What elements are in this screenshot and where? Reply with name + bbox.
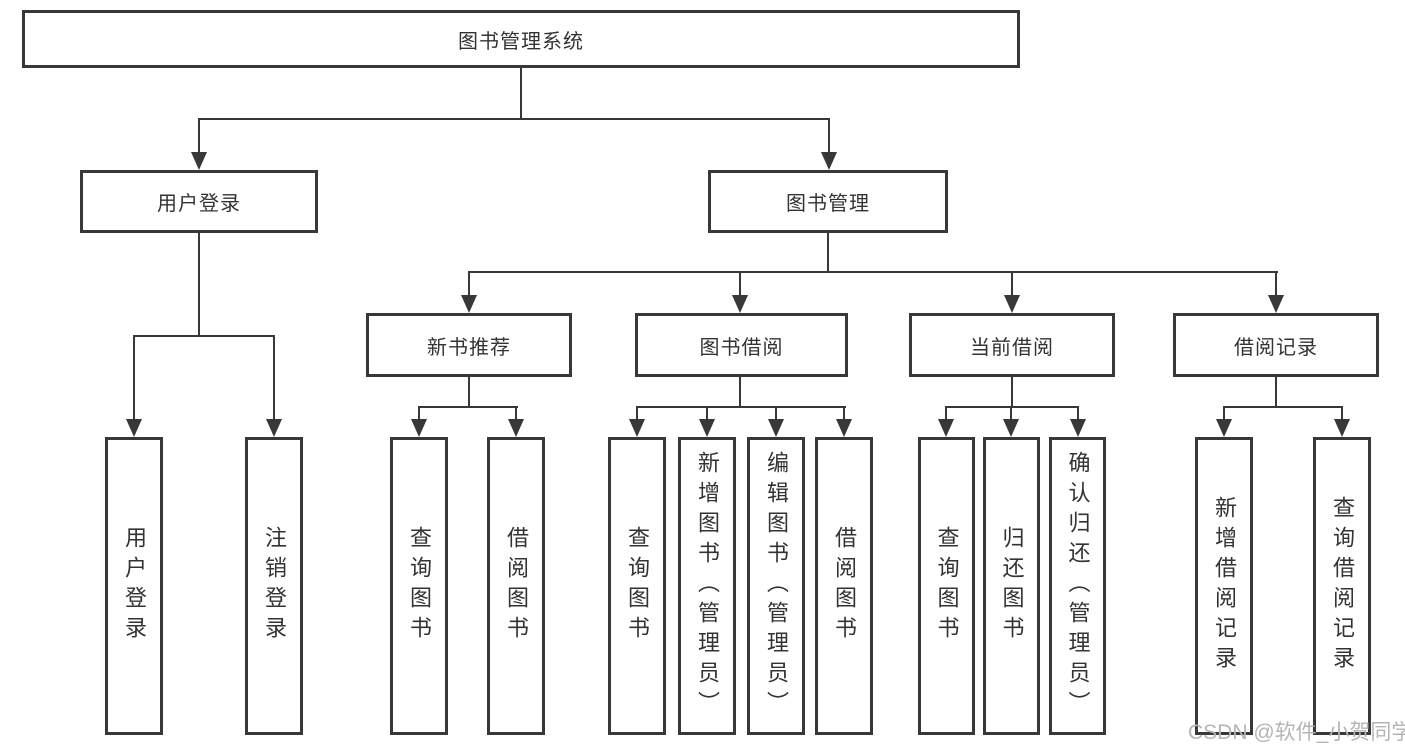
- arrow-down-icon: [821, 152, 837, 170]
- connector-line: [1077, 406, 1079, 422]
- csdn-watermark: CSDN @软件_小贺同学: [1188, 721, 1405, 744]
- node-borrow-books: 借阅图书: [815, 437, 873, 735]
- arrow-down-icon: [1070, 419, 1086, 437]
- node-label: 查询图书: [407, 526, 432, 646]
- node-current-borrowing: 当前借阅: [909, 313, 1115, 377]
- connector-line: [827, 233, 829, 273]
- connector-line: [1223, 406, 1225, 422]
- connector-line: [945, 406, 947, 422]
- connector-line: [198, 118, 830, 120]
- node-label: 编辑图书（管理员）: [764, 451, 789, 721]
- arrow-down-icon: [768, 419, 784, 437]
- connector-line: [1341, 406, 1343, 422]
- node-library-management-system: 图书管理系统: [22, 10, 1020, 68]
- node-return-books: 归还图书: [983, 437, 1040, 735]
- arrow-down-icon: [699, 419, 715, 437]
- connector-line: [843, 406, 845, 422]
- node-book-management: 图书管理: [708, 170, 948, 233]
- connector-line: [945, 406, 1079, 408]
- connector-line: [739, 271, 741, 297]
- connector-line: [706, 406, 708, 422]
- node-label: 用户登录: [122, 526, 147, 646]
- connector-line: [828, 118, 830, 154]
- arrow-down-icon: [508, 419, 524, 437]
- arrow-down-icon: [732, 295, 748, 313]
- connector-line: [520, 67, 522, 120]
- node-label: 图书管理系统: [458, 30, 584, 53]
- node-edit-books-admin: 编辑图书（管理员）: [747, 437, 805, 735]
- node-label: 注销登录: [262, 526, 287, 646]
- node-label: 归还图书: [999, 526, 1025, 646]
- node-label: 当前借阅: [970, 336, 1054, 359]
- node-label: 借阅图书: [832, 526, 857, 646]
- node-borrowing-records: 借阅记录: [1173, 313, 1379, 377]
- connector-line: [418, 406, 518, 408]
- arrow-down-icon: [126, 419, 142, 437]
- arrow-down-icon: [629, 419, 645, 437]
- node-query-books-current: 查询图书: [918, 437, 975, 735]
- connector-line: [133, 335, 135, 421]
- arrow-down-icon: [938, 419, 954, 437]
- node-label: 图书借阅: [699, 336, 784, 359]
- connector-line: [1011, 271, 1013, 297]
- arrow-down-icon: [191, 152, 207, 170]
- connector-line: [1275, 377, 1277, 408]
- arrow-down-icon: [1004, 295, 1020, 313]
- node-label: 新书推荐: [427, 336, 511, 359]
- connector-line: [198, 233, 200, 336]
- node-add-borrow-record: 新增借阅记录: [1195, 437, 1253, 735]
- connector-line: [273, 335, 275, 421]
- node-label: 新增借阅记录: [1212, 496, 1237, 676]
- arrow-down-icon: [461, 295, 477, 313]
- node-confirm-return-admin: 确认归还（管理员）: [1049, 437, 1106, 735]
- node-query-books-borrowing: 查询图书: [608, 437, 666, 735]
- arrow-down-icon: [1268, 295, 1284, 313]
- connector-line: [739, 377, 741, 408]
- connector-line: [468, 271, 1278, 273]
- connector-line: [636, 406, 846, 408]
- arrow-down-icon: [1216, 419, 1232, 437]
- arrow-down-icon: [1334, 419, 1350, 437]
- connector-line: [468, 271, 470, 297]
- node-logout: 注销登录: [245, 437, 303, 735]
- node-query-books-recommend: 查询图书: [390, 437, 448, 735]
- arrow-down-icon: [836, 419, 852, 437]
- node-book-borrowing: 图书借阅: [635, 313, 848, 377]
- node-user-login-group: 用户登录: [80, 170, 318, 233]
- connector-line: [1010, 406, 1012, 422]
- node-label: 确认归还（管理员）: [1065, 451, 1091, 721]
- connector-line: [636, 406, 638, 422]
- node-label: 借阅记录: [1234, 336, 1318, 359]
- node-new-book-recommend: 新书推荐: [366, 313, 572, 377]
- node-label: 图书管理: [786, 193, 870, 215]
- node-borrow-books-recommend: 借阅图书: [487, 437, 545, 735]
- arrow-down-icon: [266, 419, 282, 437]
- connector-line: [133, 335, 275, 337]
- connector-line: [515, 406, 517, 422]
- connector-line: [1011, 377, 1013, 408]
- arrow-down-icon: [411, 419, 427, 437]
- connector-line: [1275, 271, 1277, 297]
- connector-line: [1223, 406, 1343, 408]
- connector-line: [775, 406, 777, 422]
- arrow-down-icon: [1003, 419, 1019, 437]
- connector-line: [468, 377, 470, 408]
- node-add-books-admin: 新增图书（管理员）: [678, 437, 736, 735]
- node-label: 新增图书（管理员）: [695, 451, 720, 721]
- node-label: 借阅图书: [504, 526, 529, 646]
- node-label: 查询借阅记录: [1330, 496, 1355, 676]
- node-user-login: 用户登录: [105, 437, 163, 735]
- node-query-borrow-record: 查询借阅记录: [1313, 437, 1371, 735]
- connector-line: [198, 118, 200, 154]
- node-label: 查询图书: [625, 526, 650, 646]
- node-label: 查询图书: [934, 526, 960, 646]
- connector-line: [418, 406, 420, 422]
- node-label: 用户登录: [157, 193, 241, 215]
